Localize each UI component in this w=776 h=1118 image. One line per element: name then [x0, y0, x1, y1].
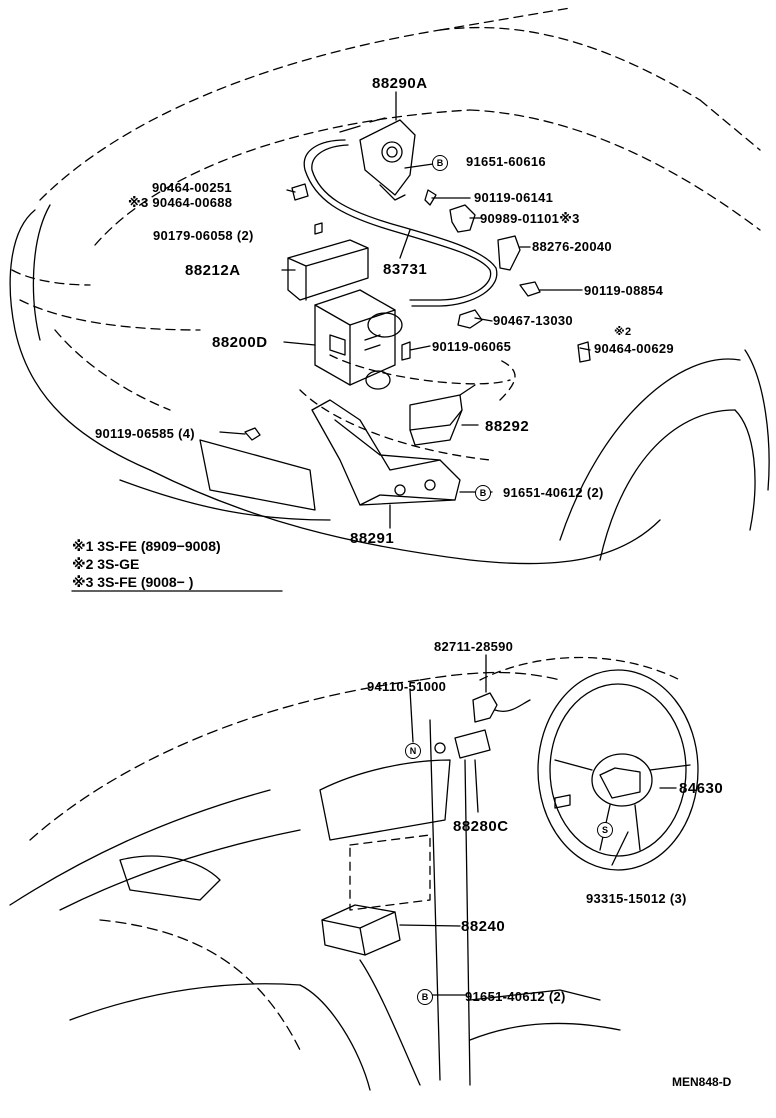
part-label-88200d: 88200D	[212, 334, 268, 351]
part-label-90119-08854: 90119-08854	[584, 283, 664, 298]
part-label-91651-40612-top: 91651-40612 (2)	[503, 485, 604, 500]
diagram-code: MEN848-D	[672, 1075, 732, 1089]
variant-note-2: ※2	[614, 326, 632, 338]
part-label-88276-20040: 88276-20040	[532, 239, 612, 254]
bolt-b-icon: B	[475, 485, 491, 501]
part-label-83731: 83731	[383, 261, 428, 278]
part-label-88290a: 88290A	[372, 75, 428, 92]
part-label-90464-00251: 90464-00251	[152, 180, 232, 195]
bolt-b-icon: B	[417, 989, 433, 1005]
part-label-82711-28590: 82711-28590	[434, 639, 514, 654]
variant-note-1: ※1 3S-FE (8909−9008)	[72, 538, 221, 554]
part-label-90464-00629: 90464-00629	[594, 341, 674, 356]
part-label-90119-06065: 90119-06065	[432, 339, 512, 354]
part-label-88212a: 88212A	[185, 262, 241, 279]
part-label-88291: 88291	[350, 530, 395, 547]
part-label-84630: 84630	[679, 780, 724, 797]
part-label-91651-60616: 91651-60616	[466, 154, 546, 169]
part-label-90119-06585: 90119-06585 (4)	[95, 426, 195, 441]
part-label-88280c: 88280C	[453, 818, 509, 835]
part-label-94110-51000: 94110-51000	[367, 679, 447, 694]
part-label-90179-06058: 90179-06058 (2)	[153, 228, 254, 243]
screw-s-icon: S	[597, 822, 613, 838]
nut-n-icon: N	[405, 743, 421, 759]
part-label-88292: 88292	[485, 418, 530, 435]
part-label-88240: 88240	[461, 918, 506, 935]
part-label-90464-00688: ※3 90464-00688	[128, 195, 233, 210]
part-label-91651-40612-bottom: 91651-40612 (2)	[465, 989, 566, 1004]
part-label-90467-13030: 90467-13030	[493, 313, 573, 328]
part-label-90989-01101: 90989-01101※3	[480, 211, 580, 226]
variant-note-3: ※3 3S-FE (9008− )	[72, 574, 194, 590]
bolt-b-icon: B	[432, 155, 448, 171]
variant-note-2-line: ※2 3S-GE	[72, 556, 140, 572]
part-label-90119-06141: 90119-06141	[474, 190, 554, 205]
part-label-93315-15012: 93315-15012 (3)	[586, 891, 687, 906]
